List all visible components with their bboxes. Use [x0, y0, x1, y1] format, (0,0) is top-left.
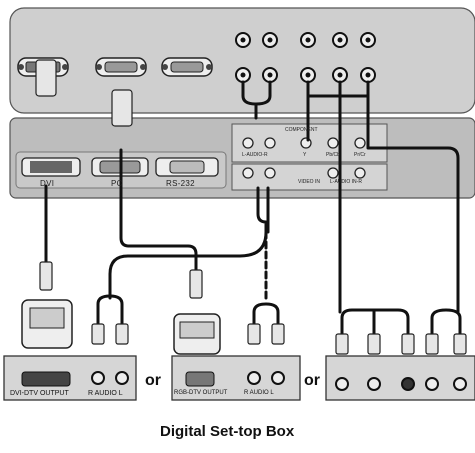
- or-label-1: or: [145, 372, 161, 389]
- dvi-output-label: DVI-DTV OUTPUT: [10, 390, 69, 397]
- dvi-port: [21, 157, 81, 177]
- upper-pc-port: [95, 57, 147, 77]
- video-in-label: VIDEO IN: [298, 179, 320, 185]
- rgb-connector-head: [173, 313, 221, 355]
- component-label: COMPONENT: [285, 127, 318, 133]
- component-dtv-box: [325, 355, 475, 401]
- cable-plugs: [35, 59, 467, 355]
- dvi-audio-label: R AUDIO L: [88, 390, 123, 397]
- upper-rs232-port: [161, 57, 213, 77]
- pc-label: PC: [111, 179, 123, 188]
- component-port-3: Pb/Cb: [326, 152, 340, 158]
- component-jacks: [242, 137, 366, 179]
- component-port-2: Y: [303, 152, 307, 158]
- device-caption: Digital Set-top Box: [160, 423, 295, 440]
- rgb-output-label: RGB-DTV OUTPUT: [174, 390, 228, 396]
- tv-upper-panel: [9, 7, 475, 114]
- cables: [44, 80, 462, 342]
- or-label-2: or: [304, 372, 320, 389]
- dvi-label: DVI: [40, 179, 55, 188]
- component-port-1: L-AUDIO-R: [242, 152, 268, 158]
- dvi-connector-head: [21, 299, 73, 349]
- component-port-4: Pr/Cr: [354, 152, 366, 158]
- rs232-port: [155, 157, 219, 177]
- rs232-label: RS-232: [166, 179, 195, 188]
- rgb-audio-label: R AUDIO L: [244, 390, 274, 396]
- laudio-in-label: L-AUDIO IN-R: [330, 179, 362, 185]
